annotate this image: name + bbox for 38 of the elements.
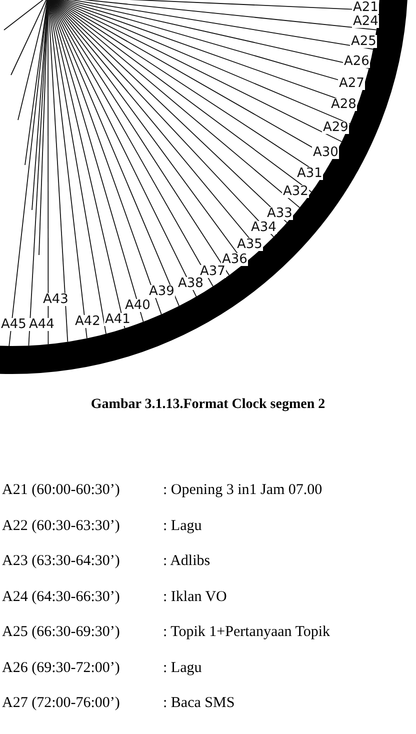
- segment-label: A27: [338, 77, 366, 90]
- segment-label: A24: [352, 15, 380, 28]
- segment-label: A36: [221, 253, 248, 266]
- segment-label: A32: [282, 185, 310, 198]
- segment-label: A38: [177, 277, 204, 290]
- time-range: A27 (72:00-76:00’): [2, 695, 120, 712]
- segment-label: A29: [322, 121, 350, 134]
- segment-label: A21: [352, 1, 380, 14]
- segment-label: A44: [28, 318, 56, 331]
- figure-caption: Gambar 3.1.13.Format Clock segmen 2: [90, 397, 326, 413]
- segment-label: A45: [0, 318, 28, 331]
- segment-description: : Topik 1+Pertanyaan Topik: [163, 624, 330, 641]
- time-range: A23 (63:30-64:30’): [2, 553, 120, 570]
- segment-label: A40: [124, 299, 152, 312]
- segment-description: : Lagu: [163, 660, 202, 676]
- time-range: A25 (66:30-69:30’): [2, 624, 120, 641]
- segment-label: A30: [312, 146, 340, 159]
- segment-label: A42: [74, 315, 102, 328]
- segment-label: A43: [42, 293, 70, 306]
- time-range: A21 (60:00-60:30’): [2, 482, 120, 499]
- segment-label: A35: [236, 238, 264, 251]
- segment-label: A39: [148, 285, 176, 298]
- segment-label: A25: [350, 35, 378, 48]
- time-range: A24 (64:30-66:30’): [2, 588, 120, 606]
- segment-description: : Adlibs: [163, 553, 210, 570]
- segment-label: A33: [266, 207, 294, 220]
- segment-label: A41: [104, 313, 132, 326]
- segment-description: : Iklan VO: [163, 588, 227, 606]
- segment-label: A26: [343, 55, 370, 68]
- time-range: A22 (60:30-63:30’): [2, 518, 120, 534]
- segment-description: : Baca SMS: [163, 695, 235, 712]
- segment-label: A31: [296, 167, 324, 180]
- segment-description: : Lagu: [163, 518, 202, 534]
- segment-label: A37: [199, 265, 226, 278]
- segment-description: : Opening 3 in1 Jam 07.00: [163, 482, 322, 499]
- segment-label: A28: [330, 98, 358, 111]
- segment-label: A34: [250, 221, 278, 234]
- time-range: A26 (69:30-72:00’): [2, 660, 120, 676]
